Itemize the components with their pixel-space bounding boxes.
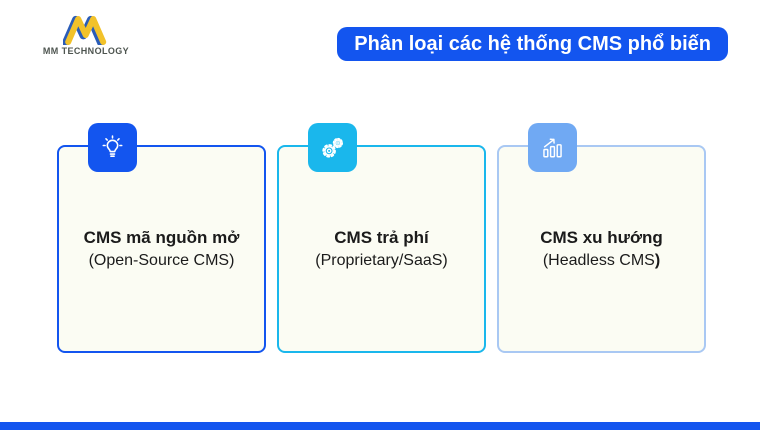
card-open-source-cms: CMS mã nguồn mở (Open-Source CMS) (57, 123, 266, 353)
title-banner: Phân loại các hệ thống CMS phổ biến (337, 27, 728, 61)
card-title: CMS trả phí (334, 227, 429, 247)
bottom-accent-bar (0, 422, 760, 430)
card-paid-cms: CMS trả phí (Proprietary/SaaS) (277, 123, 486, 353)
cards-row: CMS mã nguồn mở (Open-Source CMS) CMS tr… (57, 123, 706, 353)
brand-logo: MM TECHNOLOGY (36, 15, 136, 56)
card-subtitle: (Open-Source CMS) (88, 251, 235, 269)
card-subtitle: (Headless CMS) (542, 251, 661, 269)
lightbulb-icon (88, 123, 137, 172)
brand-m-icon (63, 15, 107, 45)
card-trend-cms: CMS xu hướng (Headless CMS) (497, 123, 706, 353)
brand-logo-text: MM TECHNOLOGY (42, 46, 130, 56)
card-title: CMS xu hướng (540, 227, 663, 247)
card-subtitle: (Proprietary/SaaS) (315, 251, 448, 269)
card-title: CMS mã nguồn mở (83, 227, 240, 247)
bar-chart-icon (528, 123, 577, 172)
page-title: Phân loại các hệ thống CMS phổ biến (354, 32, 711, 55)
gears-icon (308, 123, 357, 172)
